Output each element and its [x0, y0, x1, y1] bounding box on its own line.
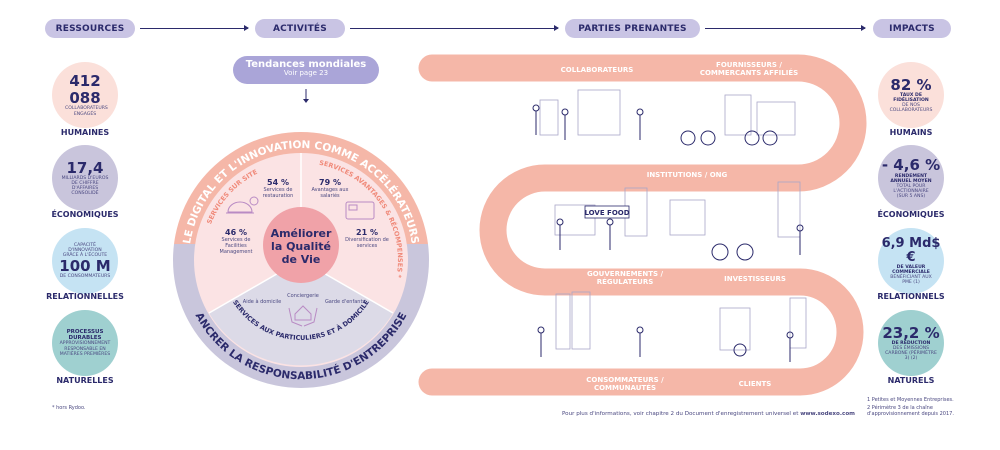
stat-pct: 54 % [267, 178, 289, 187]
footer-link[interactable]: www.sodexo.com [800, 411, 855, 417]
sign-text: LOVE FOOD [584, 209, 629, 217]
trends-link[interactable]: Voir page 23 [283, 69, 329, 77]
impact-footnote: 1 Petites et Moyennes Entreprises. [867, 397, 954, 403]
header-stakeholders: PARTIES PRENANTES [565, 19, 700, 38]
impact-text: TOTAL POUR L'ACTIONNAIRE (SUR 5 ANS) [893, 183, 929, 199]
resource-pretext: CAPACITÉ D'INNOVATION GRÂCE À L'ÉCOUTE [62, 242, 108, 258]
impact-label: NATURELS [887, 376, 935, 385]
stakeholder-label: GOUVERNEMENTS /RÉGULATEURS [587, 270, 663, 286]
impact-label: HUMAINS [889, 128, 933, 137]
resource-text: DE CONSOMMATEURS [59, 274, 111, 280]
cloche-icon [226, 196, 259, 214]
stat-pct: 21 % [356, 228, 378, 237]
segment-home [209, 260, 393, 366]
impact-text: BÉNÉFICIANT AUX PME (1) [890, 275, 932, 286]
impact-bold: TAUX DE FIDÉLISATION [893, 93, 929, 104]
resource-label: HUMAINES [60, 128, 110, 137]
impact-bubble-human: 82 % TAUX DE FIDÉLISATION DE NOS COLLABO… [878, 62, 944, 128]
header-impacts: IMPACTS [873, 19, 951, 38]
stat-diversification: 21 % Diversification de services [344, 228, 390, 250]
header-activities: ACTIVITÉS [255, 19, 345, 38]
center-text: Améliorer [271, 227, 332, 240]
stat-label: Services de Facilities Management [219, 237, 253, 255]
home-item: Garde d'enfants [325, 299, 365, 305]
footer-note: Pour plus d'informations, voir chapitre … [562, 411, 855, 417]
footer-text: Pour plus d'informations, voir chapitre … [561, 411, 801, 417]
trends-box[interactable]: Tendances mondiales Voir page 23 [233, 56, 379, 84]
resource-value: 412 088 [69, 72, 101, 107]
arrow-divider [140, 25, 249, 31]
stakeholder-label: CLIENTS [739, 380, 772, 388]
impact-text: DE NOS COLLABORATEURS [889, 103, 933, 114]
resource-bubble-economic: 17,4 MILLIARDS D'EUROS DE CHIFFRE D'AFFA… [52, 145, 118, 211]
impact-bold: RENDEMENT ANNUEL MOYEN [890, 173, 932, 184]
impact-text: DES ÉMISSIONS CARBONE (PÉRIMÈTRE 3) (2) [885, 346, 937, 362]
stat-benefits: 79 % Avantages aux salariés [305, 178, 355, 200]
arrow-divider [705, 25, 866, 31]
resource-bubble-human: 412 088 COLLABORATEURS ENGAGÉS [52, 62, 118, 128]
impact-bold: DE VALEUR COMMERCIALE [892, 265, 930, 276]
resource-bubble-relational: CAPACITÉ D'INNOVATION GRÂCE À L'ÉCOUTE 1… [52, 228, 118, 294]
impact-bold: DE RÉDUCTION [891, 341, 931, 347]
stakeholder-label: COLLABORATEURS [561, 66, 634, 74]
trends-title: Tendances mondiales [245, 59, 367, 70]
impact-bubble-natural: 23,2 % DE RÉDUCTION DES ÉMISSIONS CARBON… [878, 310, 944, 376]
stakeholder-label: INSTITUTIONS / ONG [647, 171, 728, 179]
resource-value: 17,4 [66, 158, 104, 177]
resource-label: RELATIONNELLES [46, 292, 124, 301]
resource-text: APPROVISIONNEMENT RESPONSABLE EN MATIÈRE… [59, 341, 111, 357]
people-illustration [532, 104, 804, 362]
resource-value: 100 M [59, 256, 111, 275]
resources-footnote: * hors Rydoo. [52, 405, 86, 411]
home-item: Conciergerie [287, 293, 319, 299]
stat-restauration: 54 % Services de restauration [253, 178, 303, 200]
center-text: la Qualité [271, 240, 331, 253]
resource-text: MILLIARDS D'EUROS DE CHIFFRE D'AFFAIRES … [61, 176, 109, 197]
card-icon [345, 201, 375, 220]
love-food-sign [584, 205, 630, 219]
city-illustration [539, 89, 807, 351]
impact-footnote: 2 Périmètre 3 de la chaîne d'approvision… [867, 405, 954, 417]
resource-label: ÉCONOMIQUES [51, 210, 119, 219]
center-text: de Vie [282, 253, 321, 266]
resource-text: COLLABORATEURS ENGAGÉS [65, 106, 108, 117]
stat-label: Avantages aux salariés [311, 187, 349, 199]
stat-pct: 46 % [225, 228, 247, 237]
center-circle [263, 207, 339, 283]
stat-label: Services de restauration [262, 187, 294, 199]
impact-bubble-economic: - 4,6 % RENDEMENT ANNUEL MOYEN TOTAL POU… [878, 145, 944, 211]
stakeholder-label: FOURNISSEURS /COMMERCANTS AFFILIÉS [700, 61, 798, 77]
stat-facilities: 46 % Services de Facilities Management [214, 228, 258, 255]
stat-label: Diversification de services [345, 237, 389, 249]
impact-bubble-relational: 6,9 Md$€ DE VALEUR COMMERCIALE BÉNÉFICIA… [878, 228, 944, 294]
hands-house-icon [288, 305, 318, 327]
resource-bubble-natural: PROCESSUS DURABLES APPROVISIONNEMENT RES… [52, 310, 118, 376]
stakeholder-label: INVESTISSEURS [724, 275, 786, 283]
impact-label: ÉCONOMIQUES [877, 210, 945, 219]
impact-label: RELATIONNELS [877, 292, 945, 301]
resource-label: NATURELLES [56, 376, 114, 385]
impact-value: 23,2 % [882, 323, 940, 342]
home-item: Aide à domicile [243, 298, 281, 305]
stakeholder-label: CONSOMMATEURS /COMMUNAUTÉS [586, 376, 664, 392]
header-resources: RESSOURCES [45, 19, 135, 38]
stat-pct: 79 % [319, 178, 341, 187]
impact-value: 6,9 Md$€ [881, 235, 941, 265]
arrow-divider [350, 25, 559, 31]
serpentine-band [418, 54, 867, 396]
resource-bold: PROCESSUS DURABLES [66, 329, 104, 342]
impact-value: - 4,6 % [881, 156, 941, 175]
impact-value: 82 % [890, 75, 932, 94]
